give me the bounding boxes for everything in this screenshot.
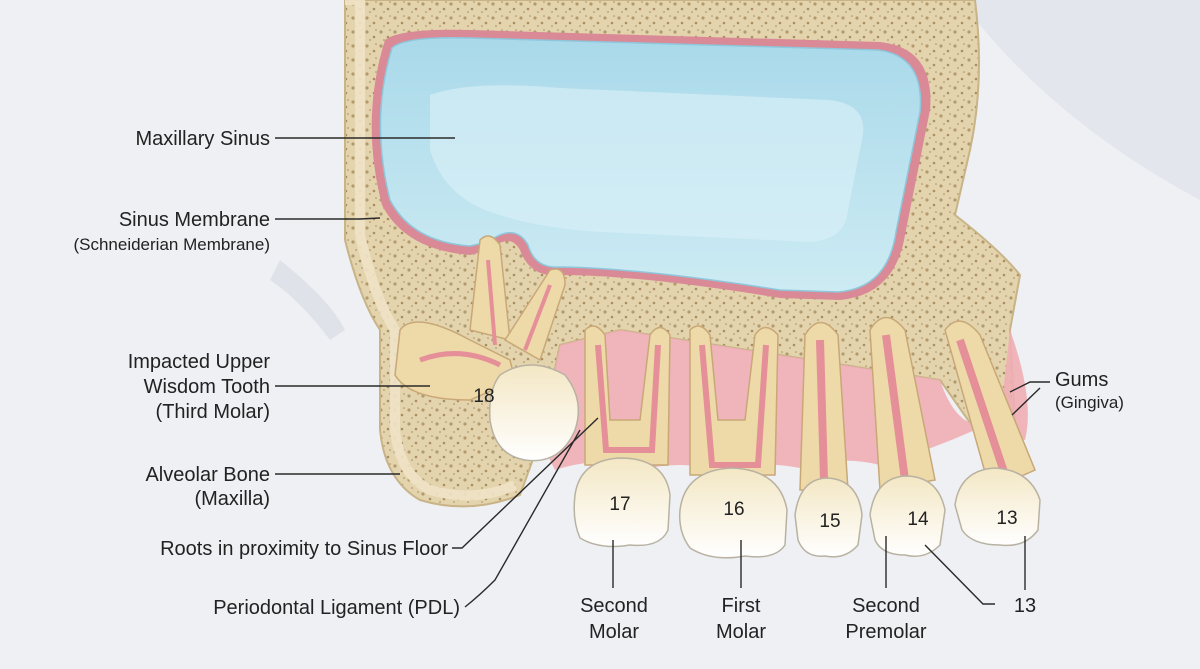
tooth-13 <box>944 320 1041 547</box>
label-second-premolar-line2: Premolar <box>845 621 926 643</box>
label-second-molar-line2: Molar <box>589 621 639 643</box>
label-impacted-line2: Wisdom Tooth <box>144 376 270 398</box>
label-gums: Gums <box>1055 369 1108 391</box>
sinus-highlight <box>430 85 864 242</box>
label-second-molar-line1: Second <box>580 595 648 617</box>
tooth-18-impacted <box>394 235 580 462</box>
leader-lines <box>275 137 1050 608</box>
tooth-number-16: 16 <box>723 499 744 520</box>
cortical-bone <box>345 0 518 501</box>
tooth-number-14: 14 <box>907 509 929 530</box>
tooth-17 <box>573 325 671 548</box>
label-impacted-line1: Impacted Upper <box>128 351 271 373</box>
tooth-number-17: 17 <box>609 494 630 515</box>
background-shading-left <box>270 260 345 340</box>
background-shading <box>960 0 1200 200</box>
label-sinus-membrane: Sinus Membrane <box>119 209 270 231</box>
label-tooth-13-bottom: 13 <box>1014 595 1036 617</box>
tooth-15 <box>794 321 863 558</box>
label-maxillary-sinus: Maxillary Sinus <box>136 128 270 150</box>
label-first-molar-line1: First <box>722 595 761 617</box>
label-first-molar-line2: Molar <box>716 621 766 643</box>
tooth-number-13: 13 <box>996 508 1017 529</box>
label-gums-sub: (Gingiva) <box>1055 393 1124 412</box>
tooth-16 <box>678 325 788 559</box>
tooth-number-15: 15 <box>819 511 840 532</box>
label-impacted-line3: (Third Molar) <box>156 401 270 423</box>
label-second-premolar-line1: Second <box>852 595 920 617</box>
label-alveolar-bone-sub: (Maxilla) <box>194 488 270 510</box>
label-sinus-membrane-sub: (Schneiderian Membrane) <box>73 235 270 254</box>
label-roots-proximity: Roots in proximity to Sinus Floor <box>160 538 448 560</box>
label-alveolar-bone: Alveolar Bone <box>145 464 270 486</box>
label-pdl: Periodontal Ligament (PDL) <box>213 597 460 619</box>
tooth-number-18: 18 <box>473 386 494 407</box>
tooth-14 <box>869 316 946 557</box>
